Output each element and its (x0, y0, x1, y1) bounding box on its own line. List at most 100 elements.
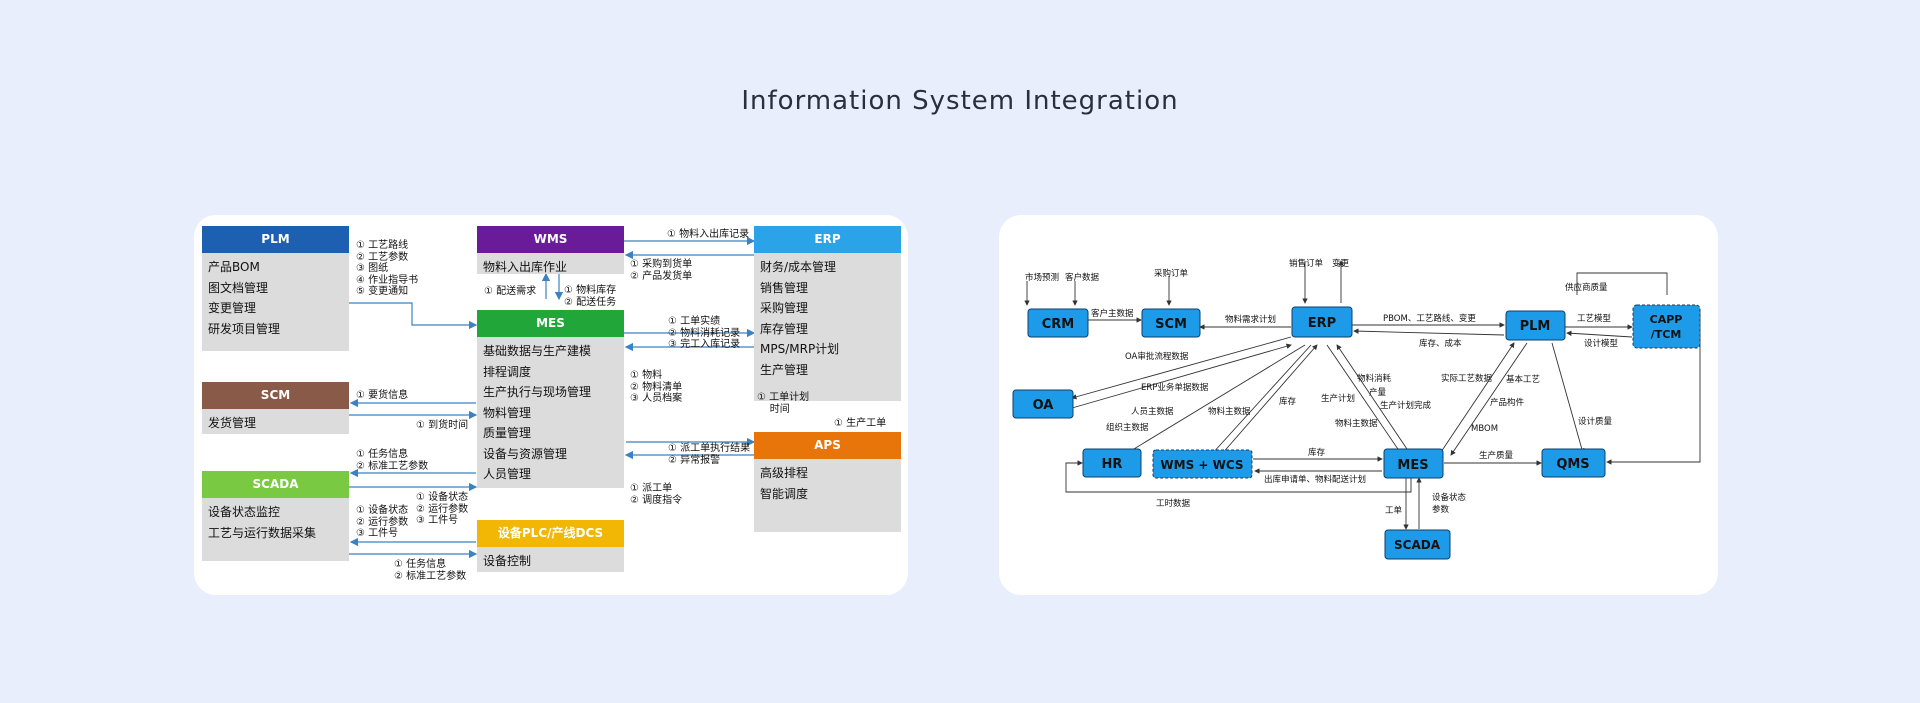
label-work-order: 工单 (1385, 505, 1403, 516)
node-scada: SCADA (1384, 529, 1451, 560)
label-process-model: 工艺模型 (1577, 313, 1612, 324)
scm-item: 发货管理 (208, 416, 257, 430)
label-material-consume: 物料消耗 (1357, 373, 1392, 384)
module-plm-header: PLM (202, 226, 349, 253)
label-material-master2: 物料主数据 (1335, 418, 1378, 429)
node-capp-tcm: CAPP /TCM (1632, 304, 1701, 349)
label-design-quality: 设计质量 (1578, 416, 1613, 427)
label-outbound: 出库申请单、物料配送计划 (1264, 474, 1366, 485)
aps-item: 智能调度 (760, 486, 809, 501)
label-product-part: 产品构件 (1490, 397, 1525, 408)
label-oa-approval: OA审批流程数据 (1125, 351, 1189, 362)
line-erp-hr (1123, 344, 1306, 456)
line-oa-erp (1071, 343, 1292, 409)
label-market: 市场预测 (1025, 272, 1059, 283)
label-mbom: MBOM (1471, 424, 1498, 434)
label-material-demand: 物料需求计划 (1225, 314, 1276, 325)
node-qms: QMS (1541, 448, 1606, 478)
flow-label-aps-mes: ① 派工单 ② 调度指令 (630, 483, 683, 506)
module-scm: SCM 发货管理 (202, 382, 349, 434)
label-plan-done: 生产计划完成 (1380, 400, 1432, 411)
module-aps-header: APS (754, 432, 901, 459)
node-scm-label: SCM (1155, 317, 1187, 332)
flow-label-aps-erp: ① 生产工单 (834, 418, 887, 429)
label-erp-docs: ERP业务单据数据 (1141, 382, 1209, 393)
right-integration-diagram: CRM SCM ERP PLM CAPP /TCM OA HR W (1012, 258, 1701, 560)
line-erp-mes (1326, 344, 1403, 456)
label-org-master: 组织主数据 (1106, 422, 1149, 433)
module-wms-header: WMS (477, 226, 624, 253)
node-mes-label: MES (1397, 458, 1428, 473)
erp-item: 库存管理 (760, 321, 809, 336)
node-oa-label: OA (1033, 398, 1054, 413)
line-plm-mes (1450, 342, 1528, 456)
module-erp-header: ERP (754, 226, 901, 253)
node-wms-wcs: WMS + WCS (1152, 449, 1253, 479)
label-basic-process: 基本工艺 (1506, 374, 1540, 385)
line-mes-plm (1438, 342, 1515, 456)
label-staff-master: 人员主数据 (1131, 406, 1174, 417)
node-scada-label: SCADA (1394, 538, 1441, 552)
scada-item: 设备状态监控 (208, 505, 281, 519)
module-wms: WMS 物料入出库作业 (477, 226, 624, 274)
line-capp-qms (1606, 309, 1701, 465)
node-erp: ERP (1291, 306, 1353, 338)
label-prod-plan: 生产计划 (1321, 393, 1355, 404)
erp-item: 财务/成本管理 (760, 260, 837, 274)
erp-item: 销售管理 (760, 280, 809, 295)
node-mes: MES (1383, 448, 1444, 479)
module-aps: APS 高级排程 智能调度 (754, 432, 901, 532)
label-supplier-quality: 供应商质量 (1565, 282, 1608, 293)
flow-label-erp-aps: ① 工单计划 时间 (757, 392, 810, 415)
node-scm: SCM (1141, 308, 1201, 338)
label-output: 产量 (1369, 387, 1387, 398)
wms-item: 物料入出库作业 (483, 260, 568, 274)
flow-label-erp-mes: ① 物料 ② 物料清单 ③ 人员档案 (630, 370, 683, 404)
flow-label-plm-mes: ① 工艺路线 ② 工艺参数 ③ 图纸 ④ 作业指导书 ⑤ 变更通知 (356, 240, 419, 297)
node-qms-label: QMS (1556, 457, 1589, 472)
node-capp-label-2: /TCM (1651, 328, 1682, 341)
node-crm-label: CRM (1042, 317, 1075, 332)
erp-item: MPS/MRP计划 (760, 342, 840, 356)
module-scada: SCADA 设备状态监控 工艺与运行数据采集 (202, 471, 349, 561)
label-customer-master: 客户主数据 (1091, 308, 1134, 319)
flow-label-mes-wms: ① 配送需求 (484, 286, 537, 297)
label-sales-order: 销售订单 (1289, 258, 1324, 269)
label-purchase-order: 采购订单 (1154, 268, 1189, 279)
erp-item: 生产管理 (760, 362, 809, 377)
label-inventory-cost: 库存、成本 (1419, 338, 1462, 349)
plm-item: 图文档管理 (208, 280, 269, 295)
flow-label-scm-mes: ① 到货时间 (416, 420, 469, 431)
arrow-plm-mes (349, 302, 478, 330)
label-device-params-1: 设备状态 (1432, 492, 1467, 503)
line-capp-plm (1566, 330, 1633, 338)
line-erp-wms (1210, 344, 1312, 456)
label-material-master: 物料主数据 (1208, 406, 1251, 417)
module-erp: ERP 财务/成本管理 销售管理 采购管理 库存管理 MPS/MRP计划 生产管… (754, 226, 901, 401)
right-diagram-card: CRM SCM ERP PLM CAPP /TCM OA HR W (999, 215, 1718, 595)
mes-item: 物料管理 (483, 405, 532, 420)
label-actual-process: 实际工艺数据 (1441, 373, 1493, 384)
label-stock2: 库存 (1308, 447, 1326, 458)
module-plc-dcs: 设备PLC/产线DCS 设备控制 (477, 520, 624, 572)
line-supplier-quality (1576, 272, 1668, 295)
aps-item: 高级排程 (760, 466, 809, 480)
label-design-model: 设计模型 (1584, 338, 1619, 349)
label-change: 变更 (1332, 258, 1350, 269)
label-device-params-2: 参数 (1432, 504, 1450, 515)
module-mes-header: MES (477, 310, 624, 337)
flow-label-plc-mes: ① 设备状态 ② 运行参数 ③ 工件号 (416, 492, 469, 526)
flow-label-scada-mes: ① 设备状态 ② 运行参数 ③ 工件号 (356, 505, 409, 539)
mes-item: 生产执行与现场管理 (483, 385, 592, 399)
label-work-hours: 工时数据 (1156, 498, 1191, 509)
flow-label-erp-wms: ① 采购到货单 ② 产品发货单 (630, 259, 693, 282)
plc-item: 设备控制 (483, 554, 532, 568)
page-title: Information System Integration (741, 86, 1179, 116)
scada-item: 工艺与运行数据采集 (208, 525, 317, 540)
node-hr: HR (1082, 448, 1142, 478)
module-plc-header: 设备PLC/产线DCS (477, 520, 624, 547)
line-plm-qms (1551, 342, 1585, 454)
line-plm-erp (1353, 328, 1505, 336)
line-wms-erp (1220, 344, 1318, 456)
node-plm-label: PLM (1520, 319, 1551, 334)
